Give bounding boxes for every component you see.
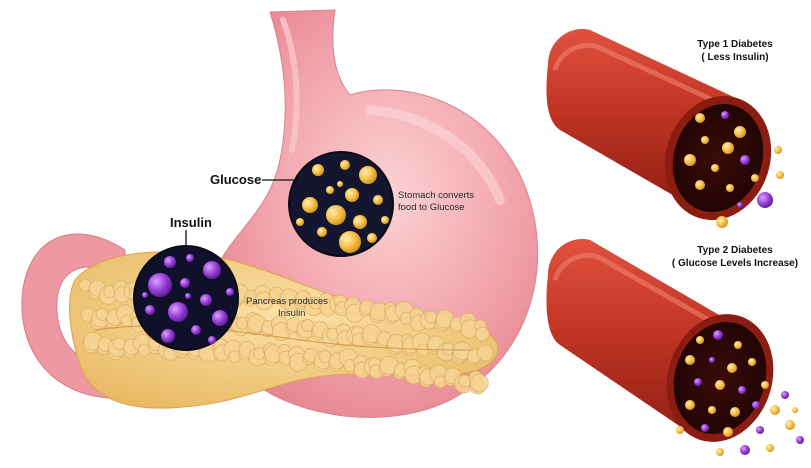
glucose-particle — [326, 205, 346, 225]
glucose-particle — [708, 406, 716, 414]
glucose-particle — [696, 336, 704, 344]
type1-title-line1: Type 1 Diabetes — [670, 38, 800, 51]
insulin-particle — [203, 261, 221, 279]
glucose-particle — [711, 164, 719, 172]
glucose-particle — [302, 197, 318, 213]
pancreas-lobule — [477, 345, 493, 361]
glucose-particle — [695, 113, 705, 123]
insulin-particle — [161, 329, 175, 343]
insulin-particle — [713, 330, 723, 340]
glucose-magnifier — [289, 152, 393, 256]
pancreas-caption-line1: Pancreas produces — [246, 296, 328, 308]
glucose-particle — [774, 146, 782, 154]
glucose-particle — [722, 142, 734, 154]
insulin-label: Insulin — [170, 215, 212, 230]
glucose-particle — [353, 215, 367, 229]
glucose-particle — [716, 216, 728, 228]
glucose-particle — [734, 126, 746, 138]
insulin-particle — [737, 202, 743, 208]
glucose-particle — [359, 166, 377, 184]
glucose-particle — [685, 355, 695, 365]
vessel-type2 — [546, 239, 804, 456]
type1-title-line2: ( Less Insulin) — [670, 51, 800, 64]
type2-title-line2: ( Glucose Levels Increase) — [660, 257, 810, 270]
glucose-particle — [776, 171, 784, 179]
glucose-particle — [761, 381, 769, 389]
insulin-particle — [186, 254, 194, 262]
glucose-particle — [326, 186, 334, 194]
glucose-particle — [766, 444, 774, 452]
insulin-magnifier — [134, 246, 238, 350]
glucose-particle — [381, 216, 389, 224]
insulin-particle — [191, 325, 201, 335]
insulin-particle — [740, 445, 750, 455]
pancreas-caption-line2: Insulin — [246, 308, 328, 320]
insulin-particle — [701, 424, 709, 432]
glucose-particle — [715, 380, 725, 390]
glucose-particle — [716, 448, 724, 456]
insulin-particle — [740, 155, 750, 165]
type1-title: Type 1 Diabetes ( Less Insulin) — [670, 38, 800, 64]
glucose-particle — [340, 160, 350, 170]
glucose-particle — [676, 426, 684, 434]
glucose-particle — [312, 164, 324, 176]
insulin-particle — [757, 192, 773, 208]
insulin-particle — [721, 111, 729, 119]
glucose-particle — [792, 407, 798, 413]
insulin-particle — [208, 336, 216, 344]
insulin-particle — [781, 391, 789, 399]
glucose-particle — [785, 420, 795, 430]
glucose-particle — [751, 174, 759, 182]
glucose-particle — [734, 341, 742, 349]
glucose-particle — [730, 407, 740, 417]
glucose-particle — [345, 188, 359, 202]
glucose-particle — [695, 180, 705, 190]
insulin-particle — [145, 305, 155, 315]
glucose-label: Glucose — [210, 172, 261, 187]
glucose-particle — [685, 400, 695, 410]
insulin-particle — [180, 278, 190, 288]
pancreas-caption: Pancreas produces Insulin — [246, 296, 328, 320]
glucose-particle — [701, 136, 709, 144]
insulin-particle — [164, 256, 176, 268]
insulin-particle — [212, 310, 228, 326]
insulin-particle — [756, 426, 764, 434]
insulin-particle — [752, 401, 760, 409]
glucose-particle — [684, 154, 696, 166]
pancreas-lobule — [475, 327, 489, 341]
insulin-particle — [200, 294, 212, 306]
pancreas-lobule — [470, 374, 488, 392]
glucose-particle — [770, 405, 780, 415]
insulin-particle — [142, 292, 148, 298]
insulin-particle — [796, 436, 804, 444]
glucose-particle — [296, 218, 304, 226]
glucose-particle — [723, 427, 733, 437]
insulin-particle — [185, 293, 191, 299]
insulin-particle — [148, 273, 172, 297]
stomach-caption-line1: Stomach converts — [398, 190, 474, 202]
type2-title: Type 2 Diabetes ( Glucose Levels Increas… — [660, 244, 810, 270]
glucose-particle — [317, 227, 327, 237]
glucose-particle — [748, 358, 756, 366]
insulin-particle — [226, 288, 234, 296]
glucose-particle — [373, 195, 383, 205]
glucose-particle — [726, 184, 734, 192]
glucose-particle — [337, 181, 343, 187]
insulin-particle — [738, 386, 746, 394]
stomach-caption-line2: food to Glucose — [398, 202, 474, 214]
insulin-particle — [694, 378, 702, 386]
insulin-particle — [168, 302, 188, 322]
glucose-particle — [339, 231, 361, 253]
glucose-particle — [727, 363, 737, 373]
glucose-particle — [367, 233, 377, 243]
type2-title-line1: Type 2 Diabetes — [660, 244, 810, 257]
insulin-particle — [709, 357, 715, 363]
stomach-caption: Stomach converts food to Glucose — [398, 190, 474, 214]
